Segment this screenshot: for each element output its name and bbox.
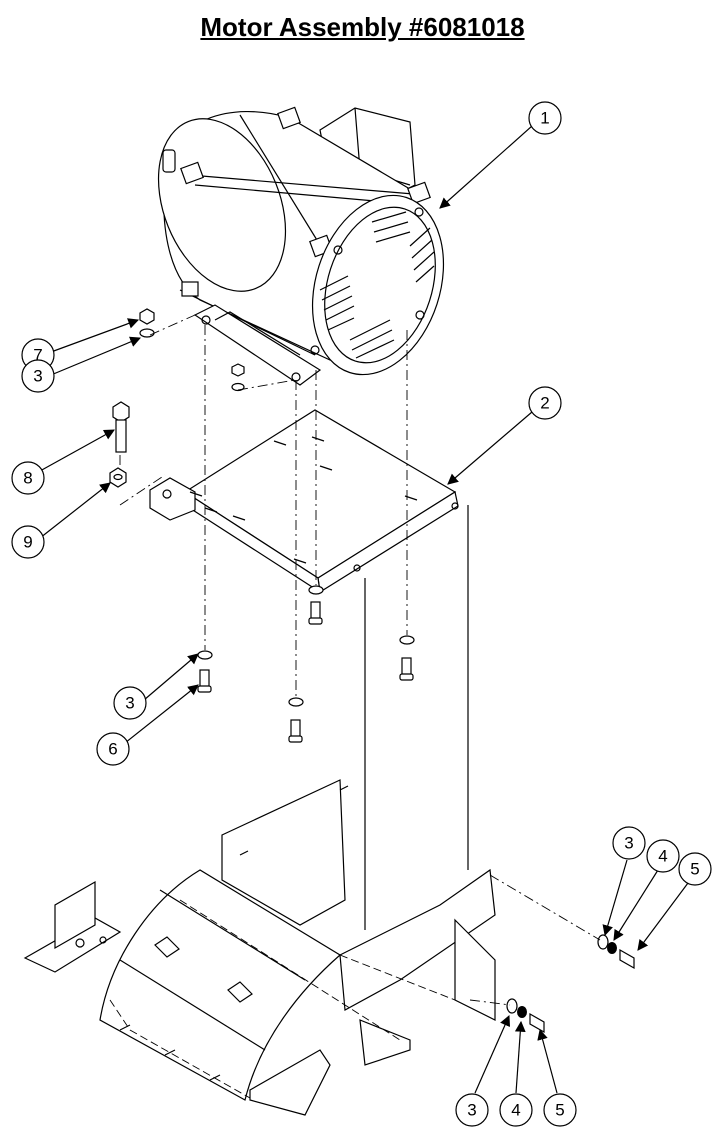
callout-leader — [602, 859, 628, 937]
callout-label: 1 — [540, 109, 549, 128]
callout-leader — [39, 482, 111, 539]
callout-3-left: 3 — [113, 686, 147, 720]
callout-leader — [50, 318, 140, 353]
base-frame — [23, 779, 496, 1116]
page-title: Motor Assembly #6081018 — [200, 12, 525, 42]
callout-1: 1 — [528, 101, 562, 135]
callout-5-right-lower: 5 — [543, 1093, 577, 1127]
callout-label: 2 — [540, 394, 549, 413]
callout-label: 5 — [555, 1101, 564, 1120]
callout-label: 5 — [690, 860, 699, 879]
motor — [157, 106, 445, 386]
callout-5-right-upper: 5 — [678, 852, 712, 886]
callout-label: 8 — [23, 469, 32, 488]
callout-4-right-upper: 4 — [646, 839, 680, 873]
callout-leader — [474, 1015, 511, 1094]
callout-6: 6 — [96, 732, 130, 766]
callout-4-right-lower: 4 — [499, 1093, 533, 1127]
callout-label: 4 — [511, 1101, 520, 1120]
callout-label: 9 — [23, 533, 32, 552]
center-lines — [119, 314, 601, 1006]
callout-leader — [439, 125, 533, 209]
callout-leader — [637, 882, 689, 951]
callout-leader — [39, 429, 115, 472]
callout-label: 6 — [108, 740, 117, 759]
callout-2: 2 — [528, 386, 562, 420]
callout-label: 3 — [125, 694, 134, 713]
callout-leader — [613, 869, 659, 941]
callout-leader — [514, 1020, 526, 1094]
callout-label: 7 — [33, 346, 42, 365]
callout-9: 9 — [11, 525, 45, 559]
callout-label: 3 — [467, 1101, 476, 1120]
callout-leader — [537, 1028, 558, 1094]
callout-8: 8 — [11, 461, 45, 495]
callout-label: 3 — [624, 834, 633, 853]
callout-leader — [124, 684, 199, 744]
support-lines — [364, 505, 469, 930]
hardware — [109, 308, 635, 1034]
callout-leader — [143, 653, 199, 701]
callout-label: 4 — [658, 847, 667, 866]
callouts: 1 2 7 3 8 9 3 6 — [11, 101, 712, 1127]
callout-3-right-lower: 3 — [455, 1093, 489, 1127]
callout-leader — [50, 336, 141, 376]
callout-leader — [447, 411, 533, 485]
callout-3-right-upper: 3 — [612, 826, 646, 860]
callout-label: 3 — [33, 367, 42, 386]
motor-mount-plate — [149, 409, 459, 594]
callout-3-upper-left: 3 — [21, 359, 55, 393]
